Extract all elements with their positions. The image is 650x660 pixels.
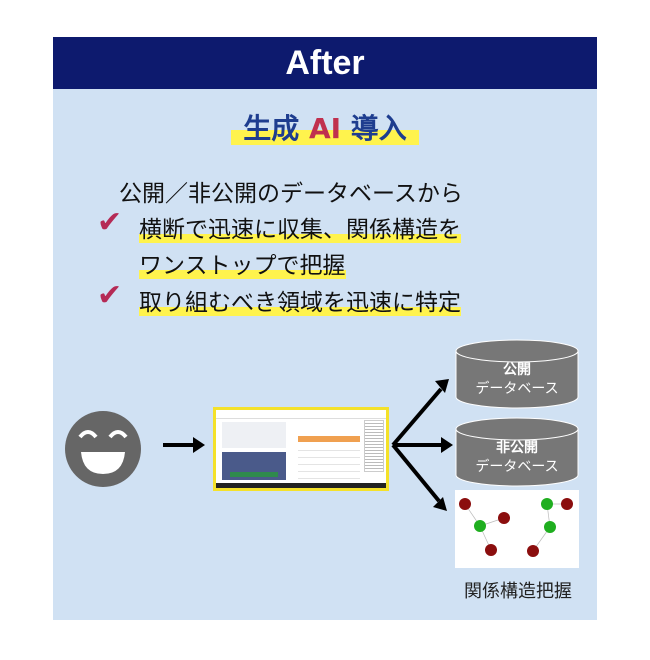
check-icon: ✔ [97, 205, 123, 240]
title-suffix: 導入 [341, 112, 407, 145]
text-line-3: ワンストップで把握 [139, 253, 346, 279]
public-database: 公開データベース [455, 339, 579, 409]
text-line-2: 横断で迅速に収集、関係構造を [139, 217, 461, 243]
flow-arrows [65, 379, 453, 511]
app-screenshot [213, 407, 389, 491]
smiley-icon [65, 411, 141, 487]
arrow-icons [163, 379, 453, 511]
text-line-4: 取り組むべき領域を迅速に特定 [139, 290, 461, 316]
db-label-1: 公開 [503, 362, 531, 378]
db-label-2: データベース [475, 459, 559, 475]
title-ai: AI [308, 112, 342, 145]
section-title: 生成 AI 導入 [53, 107, 597, 147]
db-label-1: 非公開 [496, 440, 538, 456]
title-prefix: 生成 [243, 112, 309, 145]
relationship-graph [455, 490, 579, 568]
after-panel: After 生成 AI 導入 公開／非公開のデータベースから ✔ 横断で迅速に収… [53, 37, 597, 620]
check-icon: ✔ [97, 278, 123, 313]
private-database: 非公開データベース [455, 417, 579, 487]
header-title: After [53, 37, 597, 89]
text-line-1: 公開／非公開のデータベースから [119, 181, 463, 207]
graph-label: 関係構造把握 [464, 581, 572, 602]
db-label-2: データベース [475, 381, 559, 397]
